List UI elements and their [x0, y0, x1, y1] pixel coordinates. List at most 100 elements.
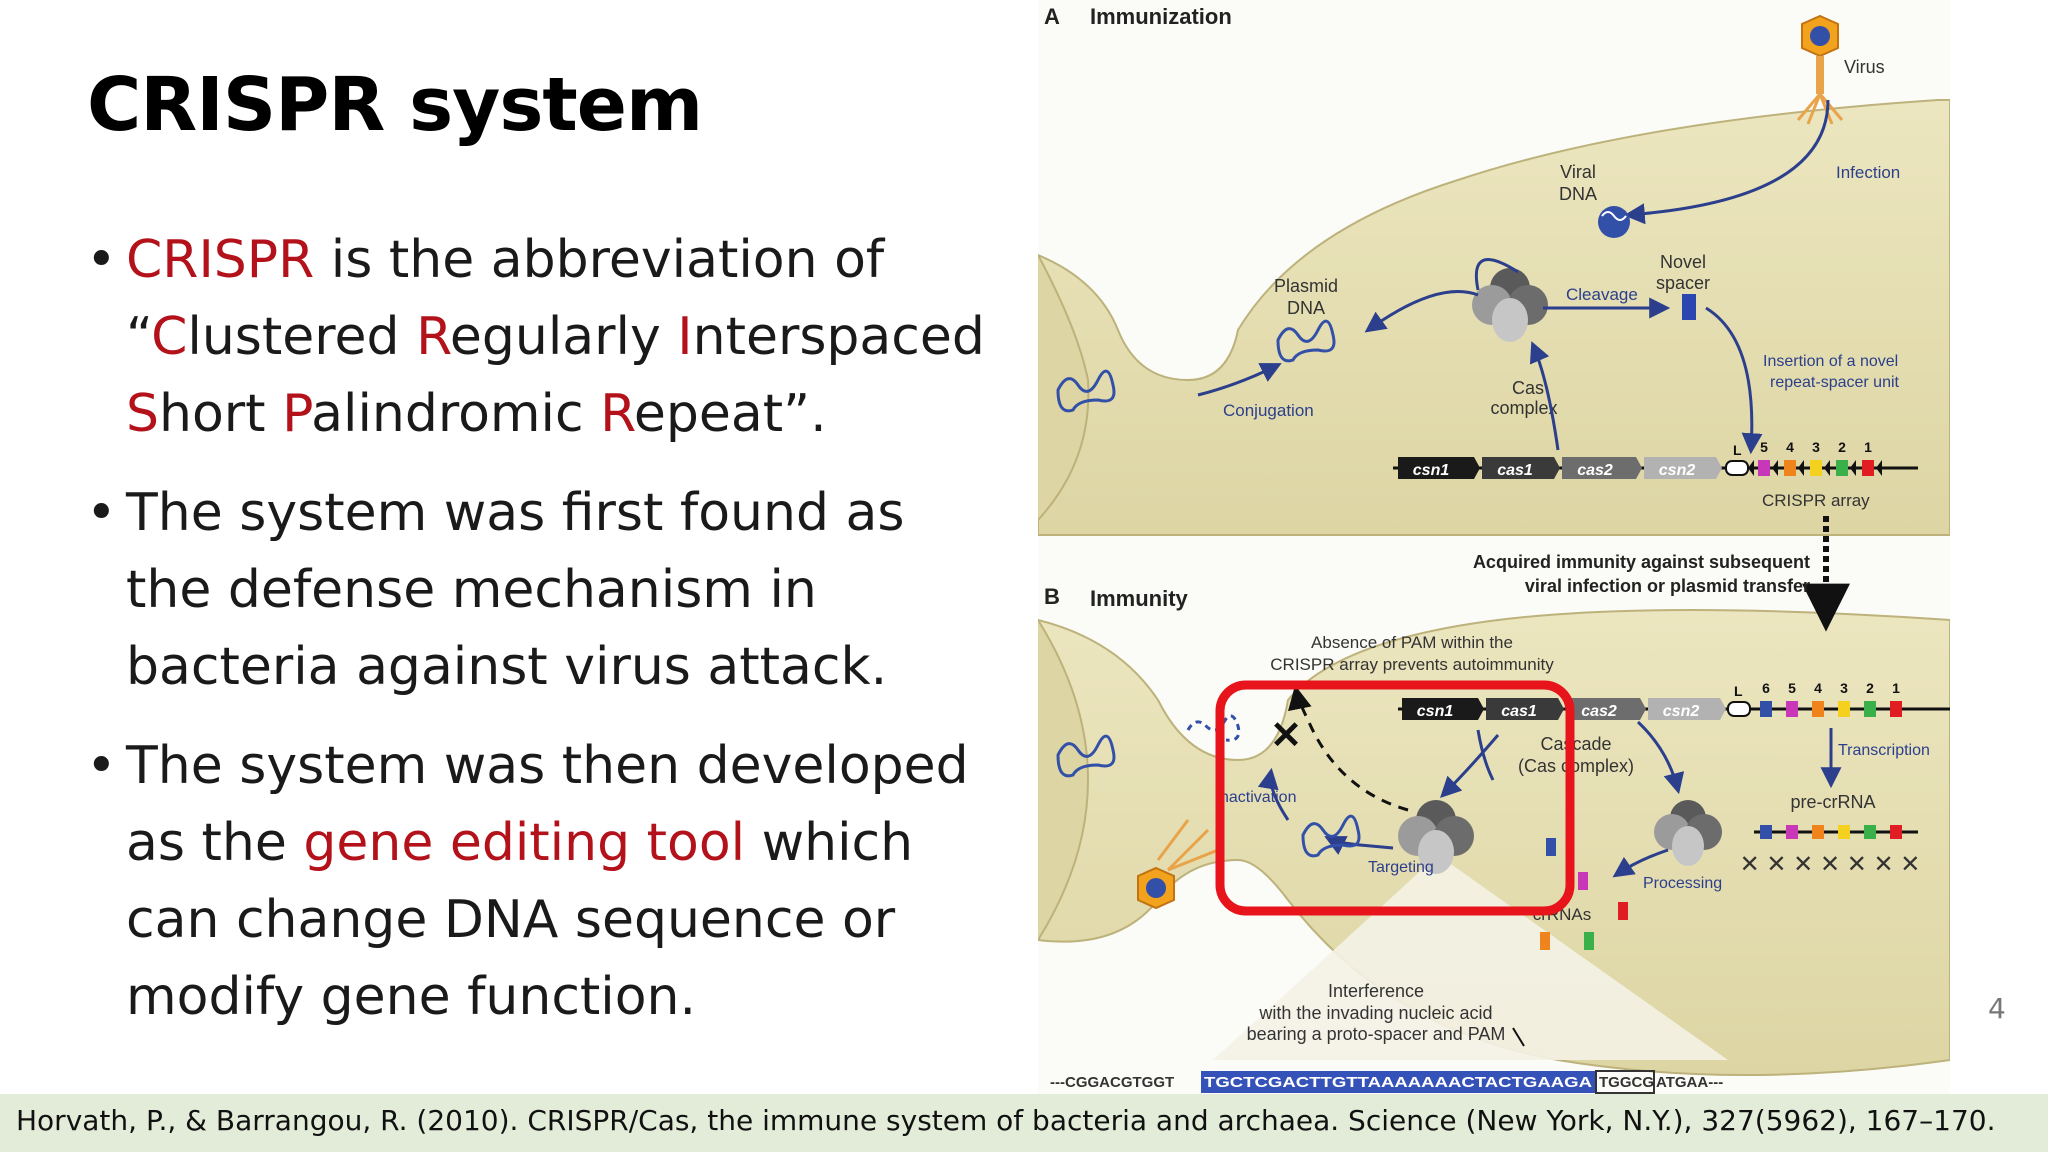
- interference-label-2: with the invading nucleic acid: [1258, 1003, 1492, 1023]
- gene-a-1: csn1: [1413, 462, 1450, 479]
- transcription-label: Transcription: [1838, 742, 1930, 759]
- seq-pam: TGGCG: [1599, 1074, 1654, 1091]
- bullet-list: •CRISPR is the abbreviation of “Clustere…: [86, 222, 1006, 1058]
- bullet-text: egularly: [449, 307, 678, 367]
- crrnas-icons: [1540, 838, 1628, 950]
- pam-note-1: Absence of PAM within the: [1311, 633, 1513, 652]
- virus-b-icon: [1137, 819, 1219, 910]
- bullet-highlight-text: R: [416, 307, 450, 367]
- bullet-text: nterspaced: [692, 307, 985, 367]
- viral-dna-label-2: DNA: [1559, 184, 1597, 204]
- infection-label: Infection: [1836, 163, 1900, 182]
- plasmid-outside-b-icon: [1056, 734, 1116, 778]
- leader-b: L: [1734, 683, 1743, 699]
- cleavage-label: Cleavage: [1566, 285, 1638, 304]
- cas-complex-label-2: complex: [1490, 398, 1557, 418]
- interference-label-1: Interference: [1328, 981, 1424, 1001]
- seq-right: ATGAA---: [1656, 1074, 1723, 1091]
- bullet-symbol: •: [86, 230, 117, 290]
- bullet-text: alindromic: [311, 384, 601, 444]
- gene-row-a: [1398, 457, 1749, 479]
- gene-a-2: cas1: [1497, 462, 1533, 479]
- gene-b-3: cas2: [1581, 703, 1617, 720]
- plasmid-dna-icon: [1276, 319, 1336, 363]
- panel-b-title: Immunity: [1090, 586, 1189, 611]
- cas-complex-label-1: Cas: [1512, 378, 1544, 398]
- transition-label-1: Acquired immunity against subsequent: [1473, 552, 1810, 572]
- bullet-text: The system was then developed as the: [126, 736, 969, 873]
- bullet-item: •CRISPR is the abbreviation of “Clustere…: [86, 222, 1006, 453]
- panel-a-letter: A: [1044, 4, 1060, 29]
- spacer-b-3: 3: [1840, 680, 1848, 696]
- virus-icon: [1796, 14, 1844, 125]
- spacer-a-2: 2: [1838, 439, 1846, 455]
- bullet-symbol: •: [86, 736, 117, 796]
- citation-bar: Horvath, P., & Barrangou, R. (2010). CRI…: [0, 1094, 2048, 1152]
- gene-b-4: csn2: [1663, 703, 1700, 720]
- highlight-box: [1215, 680, 1575, 916]
- gene-row-b: [1402, 698, 1751, 720]
- crispr-figure: A Immunization Virus Infection Viral DNA…: [1038, 0, 1950, 1094]
- degraded-dna-icon: [1186, 714, 1241, 742]
- targeting-cas-complex-icon: [1398, 800, 1474, 874]
- slide-title: CRISPR system: [87, 62, 703, 148]
- plasmid-outside-icon: [1056, 369, 1116, 413]
- viral-dna-icon: [1598, 206, 1630, 238]
- insertion-label-2: repeat-spacer unit: [1770, 374, 1900, 391]
- crispr-array-label: CRISPR array: [1762, 491, 1870, 510]
- bullet-item: •The system was then developed as the ge…: [86, 728, 1006, 1036]
- processing-label: Processing: [1643, 875, 1722, 892]
- bullet-text: which can change DNA sequence or modify …: [126, 813, 914, 1027]
- pre-crrna-strand: ✕ ✕ ✕ ✕ ✕ ✕ ✕: [1740, 825, 1921, 878]
- bullet-highlight-text: I: [677, 307, 693, 367]
- bullet-item: •The system was first found as the defen…: [86, 475, 1006, 706]
- spacer-a-3: 3: [1812, 439, 1820, 455]
- leader-a: L: [1733, 442, 1742, 458]
- insertion-label-1: Insertion of a novel: [1763, 353, 1898, 370]
- bullet-highlight-text: CRISPR: [126, 230, 315, 290]
- virus-label: Virus: [1844, 57, 1885, 77]
- bullet-text: epeat”.: [633, 384, 827, 444]
- svg-text:✕ ✕ ✕ ✕ ✕ ✕ ✕: ✕ ✕ ✕ ✕ ✕ ✕ ✕: [1740, 851, 1921, 878]
- crispr-diagram: A Immunization Virus Infection Viral DNA…: [1038, 4, 1950, 1094]
- crispr-array-a: [1748, 460, 1882, 476]
- novel-spacer-label-1: Novel: [1660, 252, 1706, 272]
- pam-note-2: CRISPR array prevents autoimmunity: [1270, 655, 1554, 674]
- plasmid-dna-label-1: Plasmid: [1274, 276, 1338, 296]
- pre-crrna-label: pre-crRNA: [1790, 792, 1875, 812]
- viral-dna-label-1: Viral: [1560, 162, 1596, 182]
- citation-text: Horvath, P., & Barrangou, R. (2010). CRI…: [16, 1104, 1996, 1137]
- interference-label-3: bearing a proto-spacer and PAM: [1247, 1024, 1506, 1044]
- plasmid-dna-label-2: DNA: [1287, 298, 1325, 318]
- inactivation-label: Inactivation: [1216, 789, 1297, 806]
- gene-a-4: csn2: [1659, 462, 1696, 479]
- gene-b-2: cas1: [1501, 703, 1537, 720]
- protospacer-highlight: [1201, 1071, 1595, 1093]
- gene-a-3: cas2: [1577, 462, 1613, 479]
- pam-box: [1595, 1070, 1655, 1094]
- bacteria-cell-b: [1038, 609, 1950, 1076]
- spacer-b-4: 4: [1814, 680, 1822, 696]
- processing-cas-complex-icon: [1654, 800, 1722, 866]
- bullet-highlight-text: gene editing tool: [303, 813, 746, 873]
- seq-protospacer: TGCTCGACTTGTTAAAAAAACTACTGAAGA: [1204, 1074, 1592, 1091]
- spacer-b-2: 2: [1866, 680, 1874, 696]
- spacer-a-1: 1: [1864, 439, 1872, 455]
- conjugation-label: Conjugation: [1223, 401, 1314, 420]
- panel-a-title: Immunization: [1090, 4, 1232, 29]
- spacer-b-6: 6: [1762, 680, 1770, 696]
- cas-complex-icon: [1472, 268, 1548, 342]
- spacer-b-5: 5: [1788, 680, 1796, 696]
- panel-b-letter: B: [1044, 584, 1060, 609]
- page-number: 4: [1988, 992, 2006, 1025]
- block-x-icon: ✕: [1270, 715, 1302, 757]
- bullet-text: The system was first found as the defens…: [126, 483, 905, 697]
- novel-spacer-icon: [1682, 294, 1696, 320]
- target-dna-icon: [1301, 814, 1361, 858]
- bullet-highlight-text: P: [282, 384, 312, 444]
- cascade-label-2: (Cas complex): [1518, 756, 1634, 776]
- crispr-array-b: [1760, 701, 1902, 717]
- gene-b-1: csn1: [1417, 703, 1454, 720]
- spacer-a-4: 4: [1786, 439, 1794, 455]
- bullet-symbol: •: [86, 483, 117, 543]
